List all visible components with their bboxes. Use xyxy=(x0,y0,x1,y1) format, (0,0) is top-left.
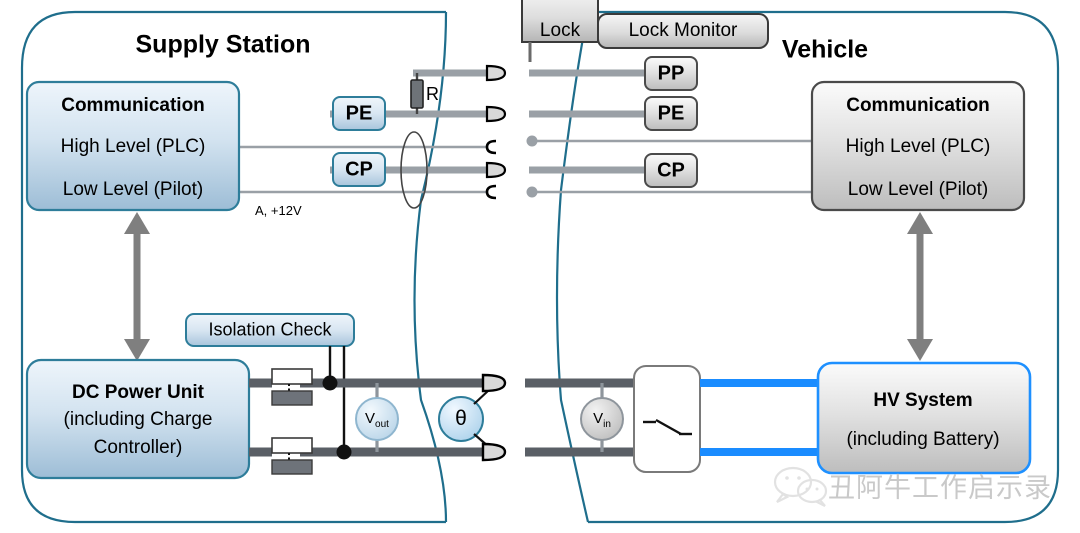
isolation-check-box[interactable] xyxy=(185,313,355,347)
supply-connector-pins xyxy=(485,64,507,200)
resistor-body-icon xyxy=(410,79,424,109)
vout-meter-icon xyxy=(355,397,399,441)
watermark-text: 丑阿牛工作启示录 xyxy=(828,473,1052,504)
lock-monitor-box[interactable] xyxy=(597,13,769,49)
vehicle-pe-label: PE xyxy=(657,102,685,125)
theta-sensor-icon xyxy=(438,396,484,442)
supply-contactor-negative xyxy=(271,437,313,475)
vout-symbol: V xyxy=(365,410,376,427)
vin-meter-label: Vin xyxy=(593,410,611,430)
switch-blade xyxy=(655,418,682,436)
supply-station-right-edge xyxy=(413,11,448,523)
vin-subscript: in xyxy=(603,419,611,430)
lock-label: Lock xyxy=(539,20,581,41)
vehicle-left-edge xyxy=(555,11,590,523)
vout-subscript: out xyxy=(375,419,389,430)
vin-meter-icon xyxy=(580,397,624,441)
theta-sensor-label: θ xyxy=(455,407,467,430)
isolation-check-label: Isolation Check xyxy=(208,319,332,340)
resistor-label: R xyxy=(426,84,439,104)
lock-monitor-label: Lock Monitor xyxy=(628,20,738,41)
supply-station-enclosure xyxy=(20,10,446,524)
theta-lead-top xyxy=(473,389,490,405)
supply-communication-box[interactable] xyxy=(25,80,241,212)
dc-power-unit-title: DC Power Unit xyxy=(72,382,204,403)
dc-power-unit-sub2: Controller) xyxy=(93,437,183,458)
vehicle-communication-title: Communication xyxy=(846,95,990,116)
dc-power-unit-sub1: (including Charge xyxy=(63,409,213,430)
vehicle-communication-box[interactable] xyxy=(810,80,1026,212)
vehicle-plc-pin-dot xyxy=(526,135,538,147)
vehicle-main-contactor-box[interactable] xyxy=(633,365,701,473)
vehicle-cp-label: CP xyxy=(657,159,685,182)
page-title-supply-station: Supply Station xyxy=(135,30,311,59)
supply-cp-box[interactable] xyxy=(332,152,386,187)
dc-power-unit-box[interactable] xyxy=(25,358,251,480)
supply-contactor-positive xyxy=(271,368,313,406)
supply-dc-connector-pins xyxy=(481,373,507,462)
supply-cp-label: CP xyxy=(345,158,373,181)
isolation-node-pos xyxy=(322,375,338,391)
vehicle-communication-low-level: Low Level (Pilot) xyxy=(847,179,989,200)
cp-coupler-icon xyxy=(400,131,428,209)
supply-voltage-note: A, +12V xyxy=(255,203,302,218)
hv-system-title: HV System xyxy=(873,390,973,411)
vehicle-communication-high-level: High Level (PLC) xyxy=(845,136,991,157)
supply-vertical-double-arrow xyxy=(124,212,150,361)
vin-symbol: V xyxy=(593,410,604,427)
vehicle-pilot-pin-dot xyxy=(526,186,538,198)
vehicle-cp-box[interactable] xyxy=(644,153,698,188)
page-title-vehicle: Vehicle xyxy=(781,35,869,64)
vehicle-vertical-double-arrow xyxy=(907,212,933,361)
supply-communication-high-level: High Level (PLC) xyxy=(60,136,206,157)
vehicle-pp-box[interactable] xyxy=(644,56,698,91)
supply-communication-low-level: Low Level (Pilot) xyxy=(62,179,204,200)
supply-pe-box[interactable] xyxy=(332,96,386,131)
wechat-logo-icon xyxy=(773,466,828,507)
hv-system-box[interactable] xyxy=(816,361,1032,475)
isolation-node-neg xyxy=(336,444,352,460)
vehicle-pp-label: PP xyxy=(657,62,685,85)
supply-pe-label: PE xyxy=(345,102,373,125)
hv-system-sub: (including Battery) xyxy=(846,429,1000,450)
vehicle-pe-box[interactable] xyxy=(644,96,698,131)
vout-meter-label: Vout xyxy=(365,410,389,430)
lock-box[interactable] xyxy=(521,0,599,43)
vehicle-enclosure xyxy=(588,10,1060,524)
supply-communication-title: Communication xyxy=(61,95,205,116)
